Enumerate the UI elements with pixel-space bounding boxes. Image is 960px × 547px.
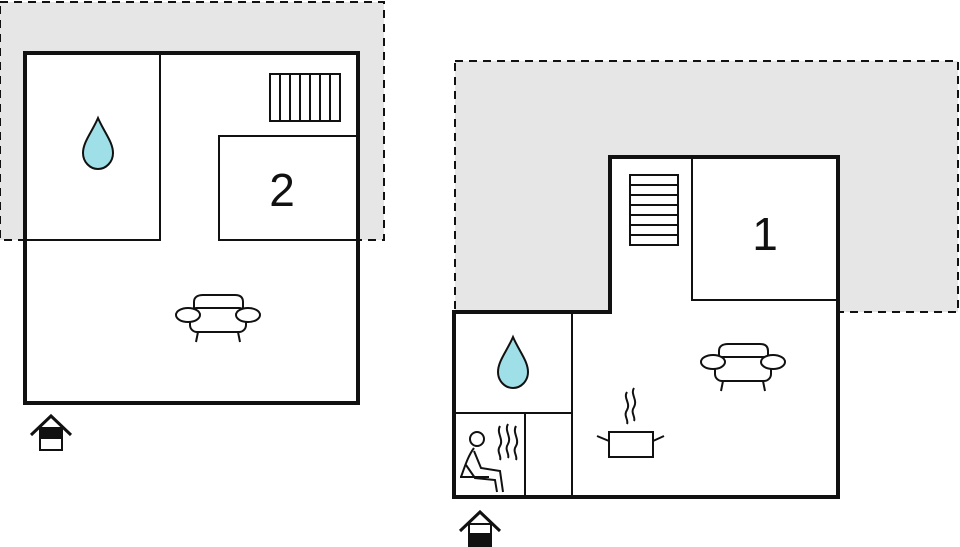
sofa-icon <box>175 294 261 343</box>
entrance-icon <box>29 413 73 451</box>
sauna-icon <box>460 423 519 493</box>
floor-plan-left: 2 <box>0 1 385 451</box>
room-number: 1 <box>752 208 778 260</box>
bathroom-wall <box>25 53 161 241</box>
floor-plan-right: 1 <box>452 60 959 547</box>
entrance-icon <box>458 509 502 547</box>
sauna-wall <box>454 412 572 497</box>
staircase-icon <box>269 73 341 122</box>
staircase-icon <box>629 174 679 246</box>
water-drop-icon <box>496 334 530 390</box>
bedroom-wall <box>218 135 358 241</box>
room-number: 2 <box>269 164 295 216</box>
bedroom-wall <box>691 157 838 301</box>
kitchen-pot-icon <box>596 387 665 458</box>
sofa-icon <box>700 343 786 392</box>
water-drop-icon <box>81 115 115 171</box>
